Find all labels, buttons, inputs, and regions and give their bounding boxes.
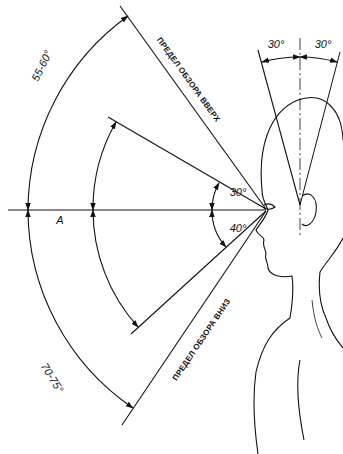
limit-label: ПРЕДЕЛ ОБЗОРА ВНИЗ (172, 298, 233, 383)
small-lower-arc (212, 210, 226, 247)
head-turn-left-arc (262, 57, 300, 62)
head-profile (254, 98, 343, 454)
angle-label: 30° (230, 187, 247, 198)
angle-label: 30° (268, 39, 285, 50)
upper-limit-line (120, 6, 266, 209)
point-label: A (55, 215, 64, 226)
optimal-lower-line (131, 211, 266, 334)
shoulder (326, 318, 343, 348)
lower-outer-arc (28, 210, 133, 408)
arm-line (298, 360, 304, 440)
head-turn-right-line (300, 52, 340, 205)
sight-line (8, 209, 266, 210)
eye (264, 204, 275, 209)
angle-label: 70-75° (39, 361, 66, 394)
lower-limit-line (122, 211, 266, 425)
upper-outer-arc (28, 16, 128, 210)
angle-label: 55-60° (30, 49, 54, 83)
head-turn-left-line (258, 50, 300, 205)
limit-label: ПРЕДЕЛ ОБЗОРА ВВЕРХ (155, 36, 221, 123)
neck-line (312, 300, 322, 338)
angle-label: 40° (230, 223, 247, 234)
angle-label: 30° (315, 39, 332, 50)
lower-inner-arc (93, 210, 138, 327)
small-upper-arc (212, 183, 219, 210)
head-axis (300, 38, 301, 235)
optimal-upper-line (108, 117, 266, 209)
upper-inner-arc (93, 122, 116, 210)
head-turn-right-arc (300, 57, 337, 62)
ear (302, 194, 316, 226)
